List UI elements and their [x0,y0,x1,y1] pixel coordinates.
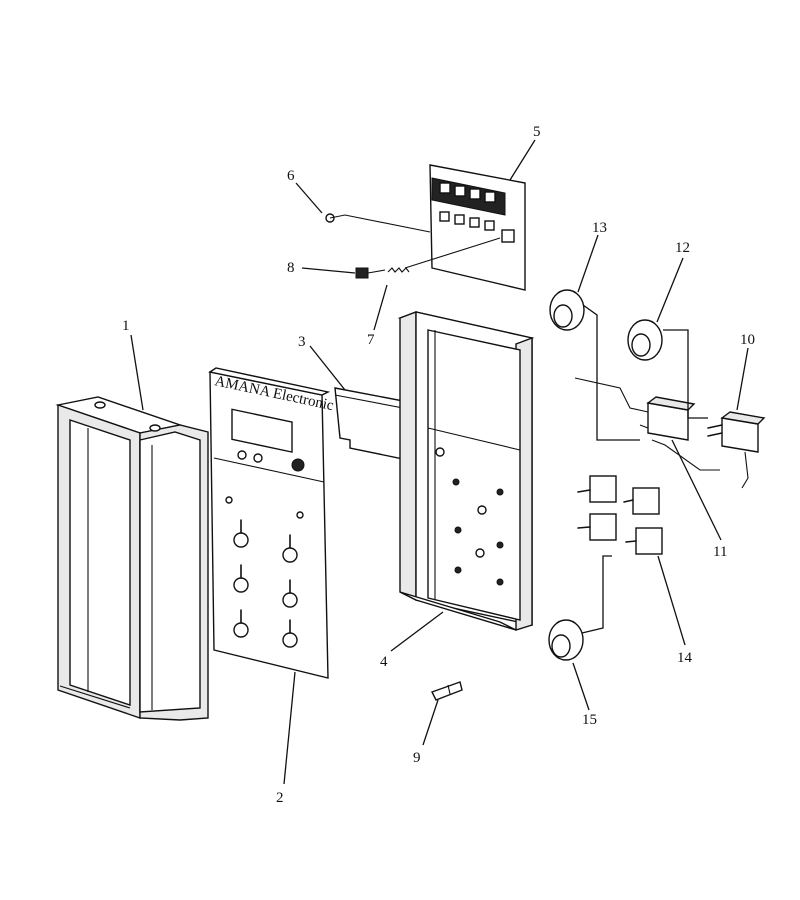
callout-8: 8 [287,260,295,276]
callout-1: 1 [122,318,130,334]
callout-4: 4 [380,654,388,670]
callout-7: 7 [367,332,375,348]
leader-lines [130,139,749,785]
callout-5: 5 [533,124,541,140]
part-7-spring [387,237,501,273]
callout-10: 10 [740,332,755,348]
part-10-switch [707,411,766,489]
callout-2: 2 [276,790,284,806]
part-4-control-housing [397,310,535,631]
callout-numbers: 1 2 3 4 5 6 7 8 9 10 11 12 13 14 15 [122,124,755,806]
callout-9: 9 [413,750,421,766]
part-1-outer-frame [55,396,209,721]
callout-13: 13 [592,220,607,236]
part-5-display-board [429,164,526,291]
part-12-knob [627,319,663,361]
callout-12: 12 [675,240,690,256]
part-15-knob [548,619,584,661]
callout-14: 14 [677,650,693,666]
part-9-pin [431,681,463,701]
part-13-knob [549,289,585,331]
callout-11: 11 [713,544,727,560]
part-6-screw [325,213,431,233]
part-8-knob [355,267,386,279]
callout-15: 15 [582,712,597,728]
callout-6: 6 [287,168,295,184]
part-14-switch-group [577,475,663,555]
connection-lines [581,304,708,634]
callout-3: 3 [298,334,306,350]
